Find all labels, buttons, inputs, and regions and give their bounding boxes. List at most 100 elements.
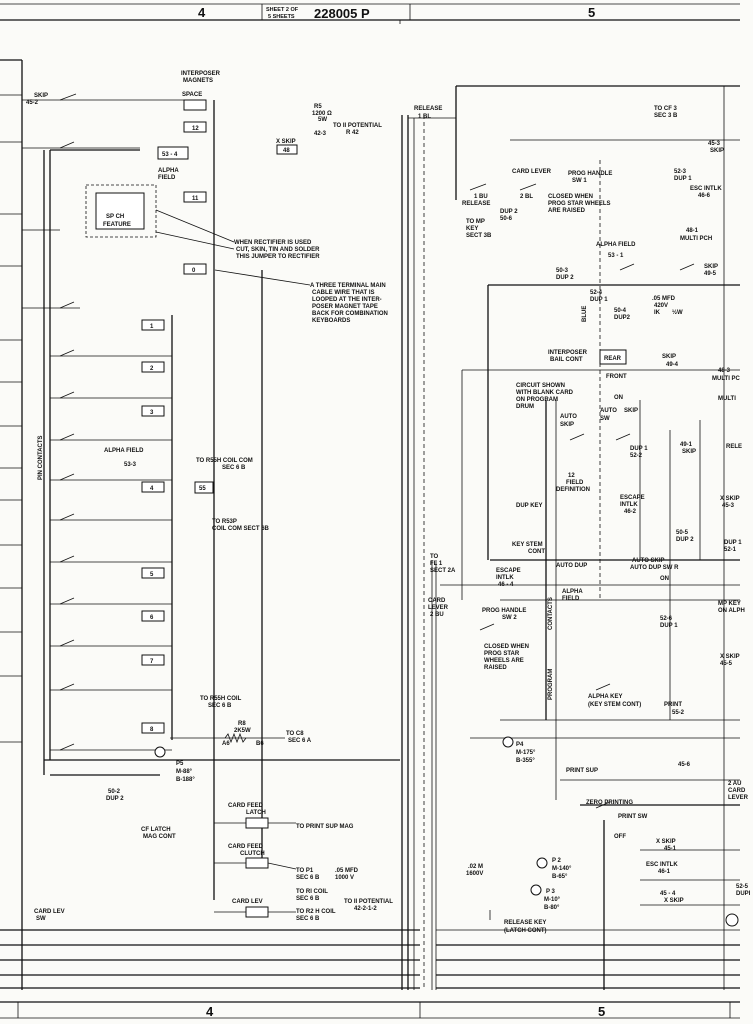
label-to-print-sup: TO PRINT SUP MAG [296,824,354,830]
label-on-alph: ON ALPH [718,608,745,614]
label-r5-w: 5W [318,117,327,123]
label-release-ref: 1 BL [418,114,431,120]
interposer-magnet-number: 12 [192,126,199,132]
label-alpha: ALPHA [158,168,179,174]
sheet-label-line2: 5 SHEETS [268,14,295,20]
label-ref-55-2: 55-2 [672,710,685,716]
label-dup2: 50-2 [108,789,121,795]
label-to-cf3: TO CF 3 [654,106,678,112]
label-cont: CONT [528,549,545,555]
label-to-p1: TO P1 [296,868,314,874]
rear-box [599,349,627,365]
label-ref-50-4: 50-4 [614,308,627,314]
label-prog-handle: PROG HANDLE [568,171,612,177]
label-x-skip: X SKIP [276,139,296,145]
label-ref-42: 42-2-1-2 [354,906,377,912]
left-bus-wires [0,59,420,990]
label-fl1: FL 1 [430,561,443,567]
label-mfd-v: 1000 V [335,875,354,881]
label-dup2-r: DUP 2 [500,209,518,215]
zone-label-left: 4 [198,5,206,20]
label-field: FIELD [158,175,176,181]
label-skip: SKIP [34,93,48,99]
label-raised: RAISED [484,665,507,671]
sp-ch-feature-box [85,184,157,238]
label-to-c8: TO C8 [286,731,304,737]
label-prog-handle2: PROG HANDLE [482,608,526,614]
label-on-program: ON PROGRAM [516,397,558,403]
label-r42: R 42 [346,130,359,136]
label-prog-star2: PROG STAR [484,651,520,657]
clutch-magnet [245,857,269,869]
label-sp-ch: SP CH [106,214,124,220]
label-p3: P 3 [546,889,556,895]
label-magnets: MAGNETS [183,78,213,84]
label-ref-52-4: 52-4 [590,290,603,296]
interposer-magnet [141,722,165,734]
label-sec6b-4: SEC 6 B [296,896,320,902]
label-mp-key: MP KEY [718,601,741,607]
label-ref-48-1: 48-1 [686,228,699,234]
label-ref-46-4: 46 - 4 [498,582,514,588]
label-alpha-ref: 53-3 [124,462,137,468]
label-print-sup: PRINT SUP [566,768,598,774]
label-r8: R8 [238,721,246,727]
cable-note-6: KEYBOARDS [312,318,350,324]
label-sect3b: SECT 3B [466,233,492,239]
label-rear: REAR [604,356,622,362]
label-program: PROGRAM [548,669,554,700]
label-skip-ref: 45-2 [26,100,39,106]
label-print: PRINT [664,702,682,708]
label-esc-intlk: ESC INTLK [690,186,722,192]
label-card: CARD [428,598,446,604]
label-multi-pch: MULTI PCH [680,236,712,242]
label-ref-49-4: 49-4 [666,362,679,368]
interposer-magnet [141,361,165,373]
interposer-magnet-number: 11 [192,196,199,202]
label-cf-latch: CF LATCH [141,827,171,833]
relay-53-4-box [157,146,189,160]
rectifier-note-1: WHEN RECTIFIER IS USED [234,240,312,246]
cable-note-4: POSER MAGNET TAPE [312,304,378,310]
label-auto-dup-swr: AUTO DUP SW R [630,565,679,571]
label-front: FRONT [606,374,627,380]
interposer-magnet [141,481,165,493]
label-auto-skip-dup: AUTO SKIP [632,558,665,564]
label-key-stem: KEY STEM [512,542,543,548]
label-ref-45-5: 45-5 [720,661,733,667]
label-p5: P5 [176,761,184,767]
label-escape: ESCAPE [620,495,645,501]
label-with-blank: WITH BLANK CARD [516,390,574,396]
label-dup2-r4: DUP 2 [676,537,694,543]
label-card-lever: CARD LEVER [512,169,552,175]
label-dup1-r2: DUP 1 [724,540,742,546]
label-ref-53-1: 53 - 1 [608,253,624,259]
label-pin-contacts: PIN CONTACTS [38,435,44,480]
label-card-r: CARD [728,788,746,794]
label-mfd: .05 MFD [335,868,359,874]
label-p2: P 2 [552,858,562,864]
p5-cam [154,746,166,758]
label-card-feed-latch: CARD FEED [228,803,264,809]
label-ref-12: 12 [568,473,575,479]
label-to-r53p: TO R53P [212,519,237,525]
label-drum: DRUM [516,404,534,410]
label-skip-r3: SKIP [682,449,696,455]
label-rel: RELE [726,444,742,450]
label-prog-star: PROG STAR WHEELS [548,201,611,207]
label-alpha-field-r2: ALPHA [562,589,583,595]
label-ref-45-3: 45-3 [708,141,721,147]
label-clutch: CLUTCH [240,851,265,857]
label-b6: B6 [256,741,264,747]
cable-note-5: BACK FOR COMBINATION [312,311,388,317]
label-key-stem2: (KEY STEM CONT) [588,702,641,708]
label-ref-48-3: 48-3 [718,368,731,374]
label-sw: SW [36,916,46,922]
label-skip-49: SKIP [704,264,718,270]
label-ref-2au: 2 AU [728,781,741,787]
label-print-sw: PRINT SW [618,814,648,820]
label-dup1: DUP 1 [674,176,692,182]
label-to-fl1: TO [430,554,439,560]
